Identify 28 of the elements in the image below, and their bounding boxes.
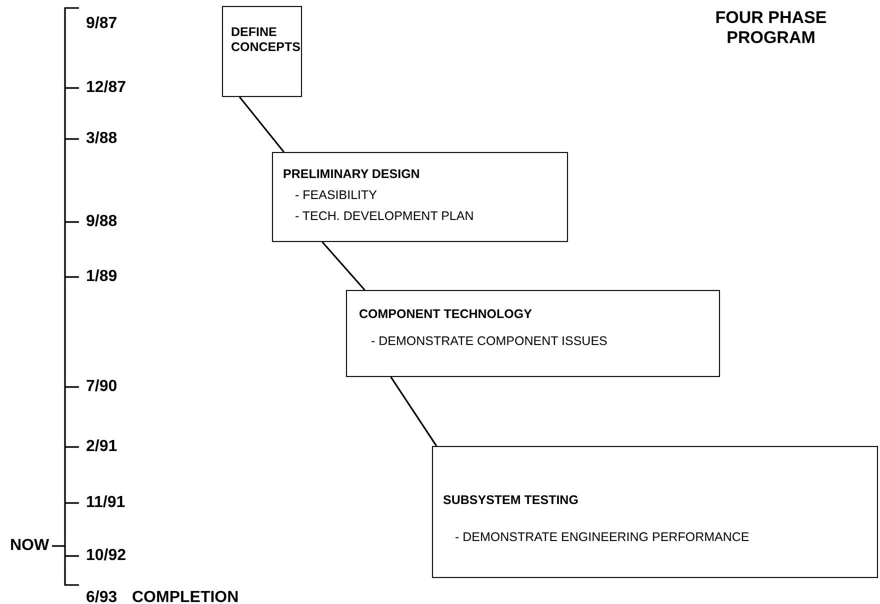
date-label: 9/87 bbox=[86, 14, 118, 34]
phase-task: - TECH. DEVELOPMENT PLAN bbox=[294, 209, 475, 224]
milestone-label: COMPLETION bbox=[132, 588, 239, 604]
date-label: 10/92 bbox=[86, 546, 126, 566]
pointer-label: NOW bbox=[10, 536, 50, 556]
phase-title: COMPONENT TECHNOLOGY bbox=[359, 307, 533, 322]
date-label: 7/90 bbox=[86, 377, 118, 397]
date-label: 9/88 bbox=[86, 212, 118, 232]
phase-task: - DEMONSTRATE COMPONENT ISSUES bbox=[370, 334, 608, 349]
phase-box bbox=[346, 290, 720, 377]
date-label: 11/91 bbox=[86, 493, 126, 513]
connector-line bbox=[390, 376, 438, 446]
phase-task: - FEASIBILITY bbox=[294, 188, 378, 203]
connector-line bbox=[238, 96, 284, 152]
connector-line bbox=[322, 241, 366, 291]
phase-box bbox=[222, 6, 302, 97]
diagram-title: FOUR PHASE PROGRAM bbox=[714, 8, 828, 48]
phase-title: SUBSYSTEM TESTING bbox=[443, 493, 580, 508]
date-label: 12/87 bbox=[86, 78, 126, 98]
phase-box bbox=[432, 446, 878, 578]
date-label: 2/91 bbox=[86, 437, 118, 457]
date-label: 3/88 bbox=[86, 129, 118, 149]
phase-task: - DEMONSTRATE ENGINEERING PERFORMANCE bbox=[454, 530, 750, 545]
date-label: 6/93 bbox=[86, 588, 118, 604]
phase-title: PRELIMINARY DESIGN bbox=[283, 167, 421, 182]
leader-line bbox=[52, 545, 65, 547]
date-label: 1/89 bbox=[86, 267, 118, 287]
phase-box bbox=[272, 152, 568, 242]
